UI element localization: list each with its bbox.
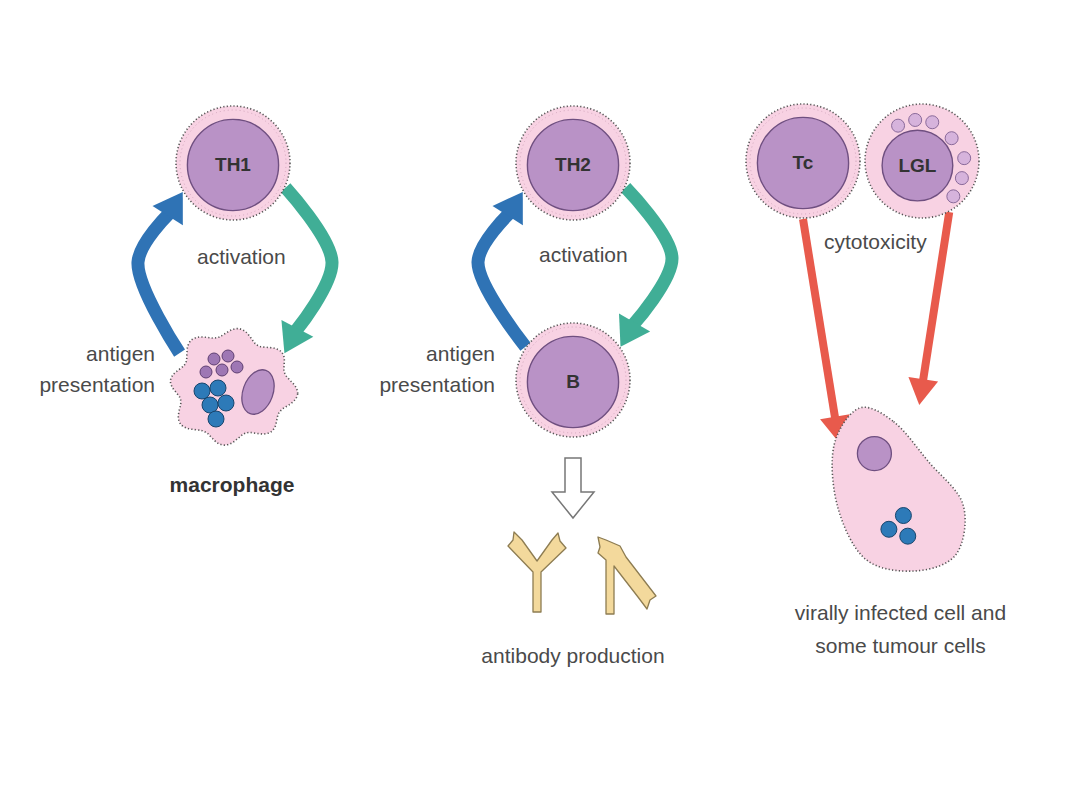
cytotoxic-t-cell: Tc bbox=[745, 103, 861, 219]
infected-cell: virally infected cell and some tumour ce… bbox=[828, 402, 973, 574]
cell-caption: virally infected cell and some tumour ce… bbox=[776, 596, 1026, 662]
macrophage-cell-outline bbox=[168, 328, 296, 446]
connector-line bbox=[138, 214, 180, 353]
infected-cell-outline bbox=[828, 402, 973, 574]
arrow-head bbox=[153, 192, 183, 225]
b-cell: B bbox=[515, 322, 631, 438]
cell-label: TH2 bbox=[555, 154, 591, 176]
connector-line bbox=[923, 212, 949, 381]
product-label: antibody production bbox=[448, 640, 698, 671]
arrow-head bbox=[281, 320, 313, 353]
connector-arrow bbox=[478, 192, 525, 347]
connector-line bbox=[478, 214, 525, 347]
cell-label: B bbox=[566, 371, 580, 393]
helper-t-cell: TH1 bbox=[175, 105, 291, 221]
connector-line bbox=[626, 188, 672, 325]
cell-label: LGL bbox=[898, 155, 936, 177]
lgl-cell: LGL bbox=[864, 103, 980, 219]
cell-caption: macrophage bbox=[132, 468, 332, 501]
cell-label: TH1 bbox=[215, 154, 251, 176]
macrophage-cell: macrophage bbox=[168, 328, 296, 446]
cell-label: Tc bbox=[793, 152, 814, 174]
connector-arrow bbox=[281, 188, 332, 354]
connector-arrow bbox=[619, 188, 672, 347]
hollow-arrow bbox=[552, 458, 594, 518]
process-label: cytotoxicity bbox=[824, 226, 954, 257]
edge-label: activation bbox=[539, 239, 649, 270]
connector-arrow bbox=[138, 192, 183, 353]
edge-label: antigen presentation bbox=[8, 338, 155, 400]
helper-t-cell: TH2 bbox=[515, 105, 631, 221]
antibody-symbol bbox=[598, 537, 656, 614]
edge-label: activation bbox=[197, 241, 307, 272]
antibody-symbol bbox=[508, 532, 566, 612]
connector-line bbox=[286, 188, 332, 331]
arrow-head bbox=[908, 377, 938, 405]
edge-label: antigen presentation bbox=[348, 338, 495, 400]
arrow-head bbox=[493, 192, 523, 225]
arrow-head bbox=[619, 313, 650, 346]
